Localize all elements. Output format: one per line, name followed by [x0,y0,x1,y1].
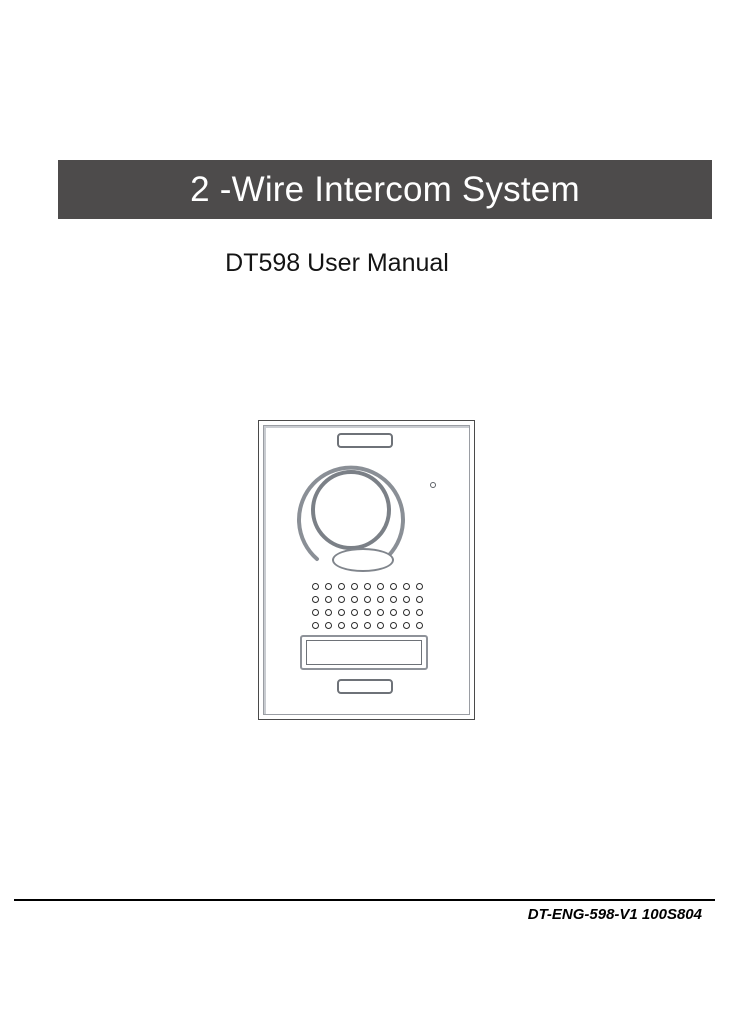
grille-hole [351,596,358,603]
speaker-grille [312,580,429,632]
grille-hole [351,583,358,590]
grille-hole [325,622,332,629]
led-indicator-dot-icon [430,482,436,488]
grille-hole [390,622,397,629]
camera-lens-circle [311,470,391,550]
grille-hole [312,596,319,603]
grille-hole [403,622,410,629]
nameplate-inner-frame [306,640,422,665]
grille-hole [338,583,345,590]
grille-hole [377,596,384,603]
grille-hole [390,583,397,590]
grille-hole [390,609,397,616]
footer-divider [14,899,715,901]
grille-hole [312,622,319,629]
page-title: 2 -Wire Intercom System [190,170,580,209]
document-subtitle: DT598 User Manual [225,249,449,277]
ventilation-slot-bottom-icon [337,679,393,694]
grille-hole [338,622,345,629]
grille-hole [377,622,384,629]
grille-hole [338,596,345,603]
grille-hole [416,622,423,629]
ventilation-slot-top-icon [337,433,393,448]
grille-hole [325,596,332,603]
microphone-oval-icon [332,548,394,572]
grille-hole [325,609,332,616]
grille-hole [364,596,371,603]
grille-hole [377,609,384,616]
grille-hole [416,596,423,603]
grille-hole [416,609,423,616]
grille-hole [403,596,410,603]
door-station-illustration [258,420,475,720]
document-title-bar: 2 -Wire Intercom System [58,160,712,219]
grille-hole [416,583,423,590]
camera-lens-assembly [286,458,416,576]
grille-hole [403,583,410,590]
grille-hole [312,609,319,616]
camera-outer-ring-arc [297,465,405,561]
grille-hole [351,609,358,616]
grille-hole [364,609,371,616]
grille-hole [390,596,397,603]
grille-hole [312,583,319,590]
grille-hole [338,609,345,616]
footer-document-code: DT-ENG-598-V1 100S804 [527,906,702,923]
grille-hole [325,583,332,590]
grille-hole [364,583,371,590]
grille-hole [351,622,358,629]
grille-hole [403,609,410,616]
nameplate-label [300,635,428,670]
grille-hole [364,622,371,629]
grille-hole [377,583,384,590]
